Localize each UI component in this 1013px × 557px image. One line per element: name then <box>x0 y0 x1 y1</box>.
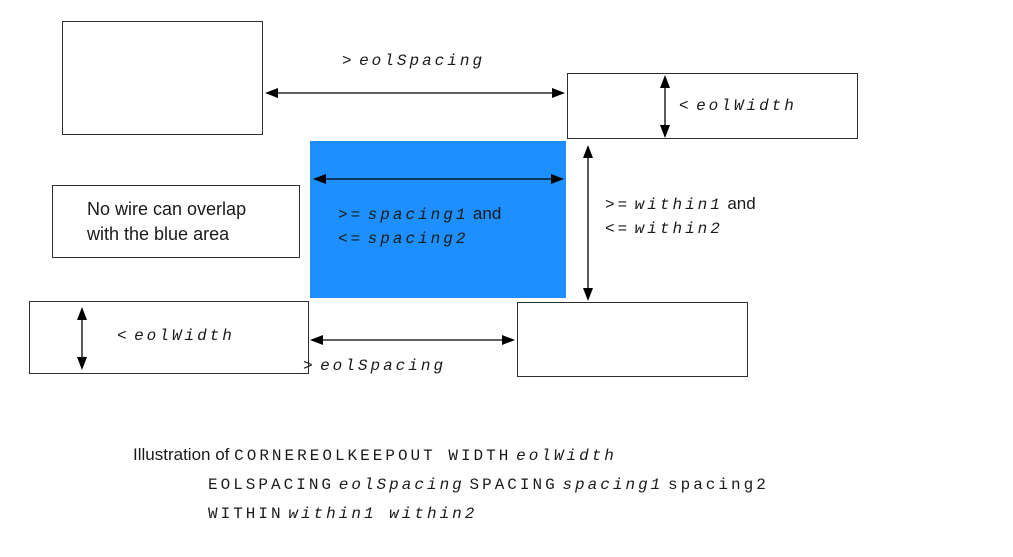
caption-line-2: EOLSPACING eolSpacing SPACING spacing1 s… <box>208 470 769 499</box>
keyword: WITHIN <box>208 505 284 523</box>
wire-rect-top-left <box>62 21 263 135</box>
eol-width-label-bottom-left: < eolWidth <box>117 327 235 345</box>
within-arrow <box>583 145 593 301</box>
conjunction: and <box>727 194 756 213</box>
operator: > <box>303 357 316 375</box>
variable: eolWidth <box>696 97 797 115</box>
operator: >= <box>605 196 631 214</box>
variable: within1 <box>634 196 723 214</box>
variable: eolSpacing <box>320 357 447 375</box>
operator: < <box>117 327 130 345</box>
within-label-line-2: <= within2 <box>605 217 756 241</box>
operator: >= <box>338 206 364 224</box>
keyword: SPACING <box>469 476 558 494</box>
variable: spacing1 <box>367 206 469 224</box>
spacing-label-line-2: <= spacing2 <box>338 227 501 251</box>
note-line-2: with the blue area <box>87 223 230 244</box>
caption-intro: Illustration of <box>133 445 230 464</box>
eol-width-arrow-top-right <box>660 75 670 138</box>
conjunction: and <box>472 204 502 223</box>
eol-spacing-arrow-bottom <box>310 335 515 345</box>
figure-caption: Illustration of CORNEREOLKEEPOUT WIDTH e… <box>133 441 769 528</box>
within-label-line-1: >= within1 and <box>605 192 756 217</box>
eol-spacing-label-top: > eolSpacing <box>342 52 485 70</box>
keyword: EOLSPACING <box>208 476 335 494</box>
note-line-1: No wire can overlap <box>87 198 247 219</box>
variable: eolSpacing <box>338 476 465 494</box>
caption-line-3: WITHIN within1 within2 <box>208 499 769 528</box>
keepout-area <box>310 141 566 298</box>
variable: within1 within2 <box>288 505 478 523</box>
keyword: CORNEREOLKEEPOUT WIDTH <box>234 447 512 465</box>
operator: < <box>679 97 692 115</box>
note-box: No wire can overlap with the blue area <box>52 185 300 258</box>
operator: <= <box>605 220 631 238</box>
spacing-label: >= spacing1 and <= spacing2 <box>338 202 501 251</box>
wire-rect-bottom-left <box>29 301 309 374</box>
variable: eolWidth <box>516 447 617 465</box>
within-label: >= within1 and <= within2 <box>605 192 756 241</box>
eol-spacing-label-bottom: > eolSpacing <box>303 357 446 375</box>
operator: <= <box>338 230 364 248</box>
variable: within2 <box>634 220 723 238</box>
variable: spacing1 <box>562 476 664 494</box>
eol-spacing-arrow-top <box>265 88 565 98</box>
spacing-arrow <box>313 174 564 184</box>
wire-rect-bottom-right <box>517 302 748 377</box>
caption-line-1: Illustration of CORNEREOLKEEPOUT WIDTH e… <box>133 441 769 470</box>
variable: spacing2 <box>367 230 469 248</box>
operator: > <box>342 52 355 70</box>
spacing-label-line-1: >= spacing1 and <box>338 202 501 227</box>
variable: eolWidth <box>134 327 235 345</box>
wire-rect-top-right <box>567 73 858 139</box>
value: spacing2 <box>668 476 769 494</box>
eol-width-label-top-right: < eolWidth <box>679 97 797 115</box>
eol-width-arrow-bottom-left <box>77 307 87 370</box>
variable: eolSpacing <box>359 52 486 70</box>
